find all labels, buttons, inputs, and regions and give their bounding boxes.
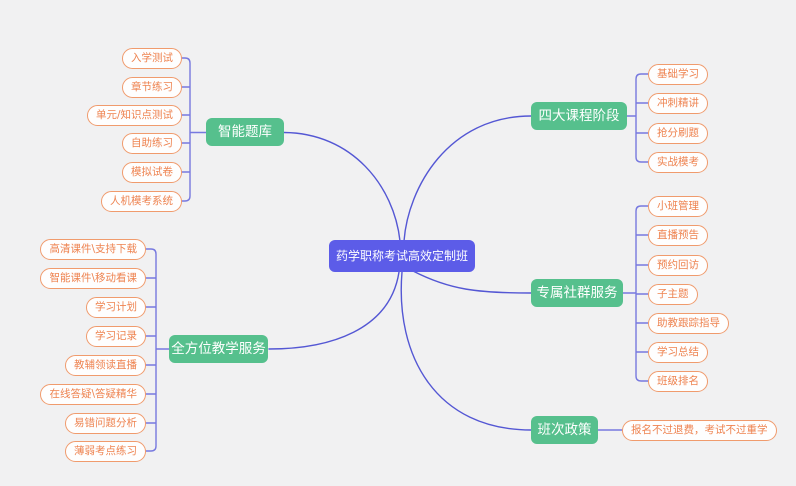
leaf-node[interactable]: 模拟试卷 — [122, 161, 182, 183]
bracket-teaching-service — [145, 248, 170, 452]
branch-node-community-service[interactable]: 专属社群服务 — [531, 279, 623, 307]
edge-root-to-class-policy — [400, 271, 532, 431]
leaf-node[interactable]: 实战模考 — [648, 151, 708, 173]
bracket-community-service — [622, 205, 649, 382]
leaf-node[interactable]: 教辅领读直播 — [65, 354, 146, 376]
leaf-node[interactable]: 学习计划 — [86, 296, 146, 318]
branch-node-smart-question-bank[interactable]: 智能题库 — [206, 118, 284, 146]
bracket-four-course-stages — [626, 73, 649, 163]
bracket-smart-question-bank — [181, 57, 207, 202]
edge-root-to-smart-question-bank — [283, 131, 401, 242]
branch-node-teaching-service[interactable]: 全方位教学服务 — [169, 335, 268, 363]
leaf-node[interactable]: 入学测试 — [122, 47, 182, 69]
edge-root-to-teaching-service — [268, 271, 400, 350]
leaf-node[interactable]: 学习记录 — [86, 325, 146, 347]
leaf-node[interactable]: 人机模考系统 — [101, 190, 182, 212]
leaf-node[interactable]: 冲刺精讲 — [648, 92, 708, 114]
leaf-node[interactable]: 单元/知识点测试 — [86, 104, 182, 126]
root-topic-node[interactable]: 药学职称考试高效定制班 — [329, 240, 475, 272]
branch-node-four-course-stages[interactable]: 四大课程阶段 — [531, 102, 627, 130]
leaf-node[interactable]: 自助练习 — [122, 132, 182, 154]
leaf-node[interactable]: 报名不过退费，考试不过重学 — [622, 419, 777, 441]
leaf-node[interactable]: 抢分刷题 — [648, 122, 708, 144]
leaf-node[interactable]: 预约回访 — [648, 254, 708, 276]
leaf-node[interactable]: 高清课件\支持下载 — [40, 238, 146, 260]
leaf-node[interactable]: 薄弱考点练习 — [65, 440, 146, 462]
leaf-node[interactable]: 班级排名 — [648, 370, 708, 392]
leaf-node[interactable]: 基础学习 — [648, 63, 708, 85]
leaf-node[interactable]: 智能课件\移动看课 — [40, 267, 146, 289]
leaf-node[interactable]: 直播预告 — [648, 224, 708, 246]
leaf-node[interactable]: 子主题 — [648, 283, 698, 305]
edge-root-to-community-service — [412, 270, 532, 294]
leaf-node[interactable]: 助教跟踪指导 — [648, 312, 729, 334]
leaf-node[interactable]: 小班管理 — [648, 195, 708, 217]
leaf-node[interactable]: 章节练习 — [122, 76, 182, 98]
leaf-node[interactable]: 易错问题分析 — [65, 412, 146, 434]
edge-root-to-four-course-stages — [403, 115, 532, 242]
leaf-node[interactable]: 学习总结 — [648, 341, 708, 363]
leaf-node[interactable]: 在线答疑\答疑精华 — [40, 383, 146, 405]
branch-node-class-policy[interactable]: 班次政策 — [531, 416, 598, 444]
